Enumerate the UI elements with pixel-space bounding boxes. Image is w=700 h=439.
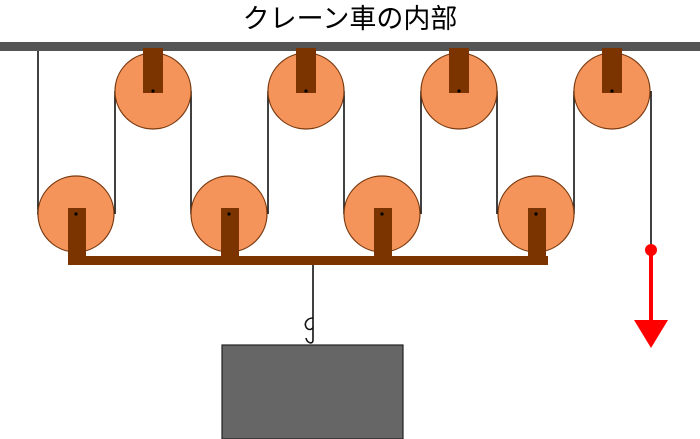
ceiling-beam	[0, 42, 700, 51]
load-weight	[221, 344, 404, 439]
rope	[37, 51, 652, 318]
lower-block-bar	[68, 256, 548, 265]
fixed-pulley	[420, 48, 498, 130]
down-arrow-icon	[634, 244, 668, 348]
fixed-pulleys	[114, 48, 651, 130]
movable-pulley	[343, 175, 421, 260]
fixed-pulley	[114, 48, 192, 130]
movable-pulley	[37, 175, 115, 260]
fixed-pulley	[267, 48, 345, 130]
movable-pulleys	[37, 175, 575, 260]
hook-icon	[304, 317, 314, 344]
fixed-pulley	[573, 48, 651, 130]
movable-pulley	[497, 175, 575, 260]
diagram-title: クレーン車の内部	[242, 4, 458, 35]
movable-pulley	[190, 175, 268, 260]
